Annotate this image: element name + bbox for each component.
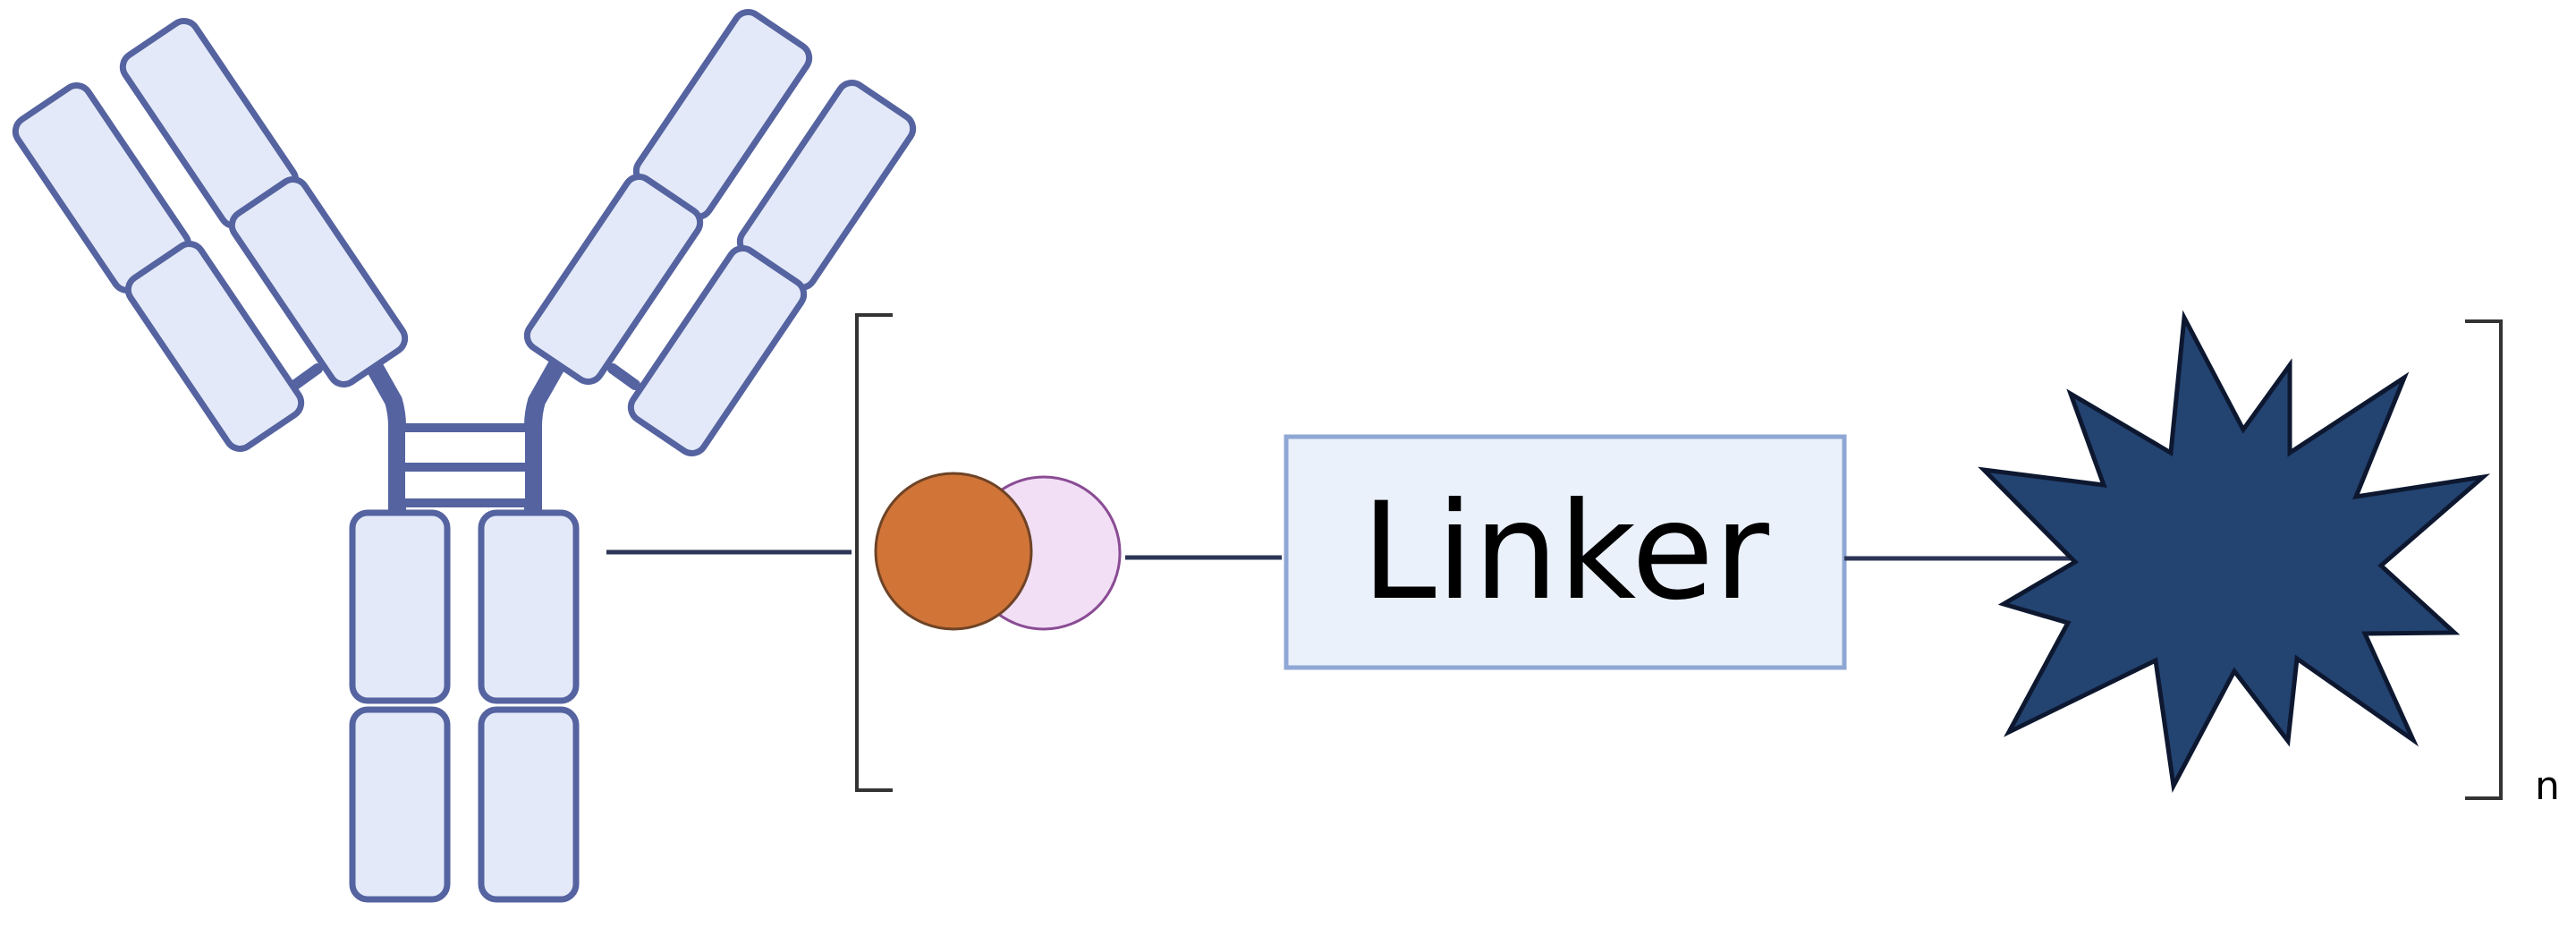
hinge-region [396,423,534,507]
right-bracket [2465,319,2503,800]
fc-domain-ch2-left [349,509,451,704]
conjugation-site-icon [874,472,1122,631]
linker-label: Linker [1361,474,1769,630]
payload-starburst-icon [1978,310,2491,793]
fab-heavy-inner-right [523,174,704,385]
heavy-chain-right [524,345,572,524]
heavy-chain-left [358,345,406,524]
fc-domain-ch3-right [478,706,580,903]
repeat-subscript: n [2535,763,2560,809]
fab-heavy-inner-left [228,176,409,387]
antibody-icon [12,9,917,903]
linker-box: Linker [1284,434,1847,670]
fc-domain-ch3-left [349,706,451,903]
light-chain-link-left [290,363,323,390]
fab-light-inner-right [627,245,808,456]
left-bracket [855,313,893,792]
fab-light-inner-left [124,241,305,452]
light-chain-link-right [607,363,640,390]
fc-domain-ch2-right [478,509,580,704]
